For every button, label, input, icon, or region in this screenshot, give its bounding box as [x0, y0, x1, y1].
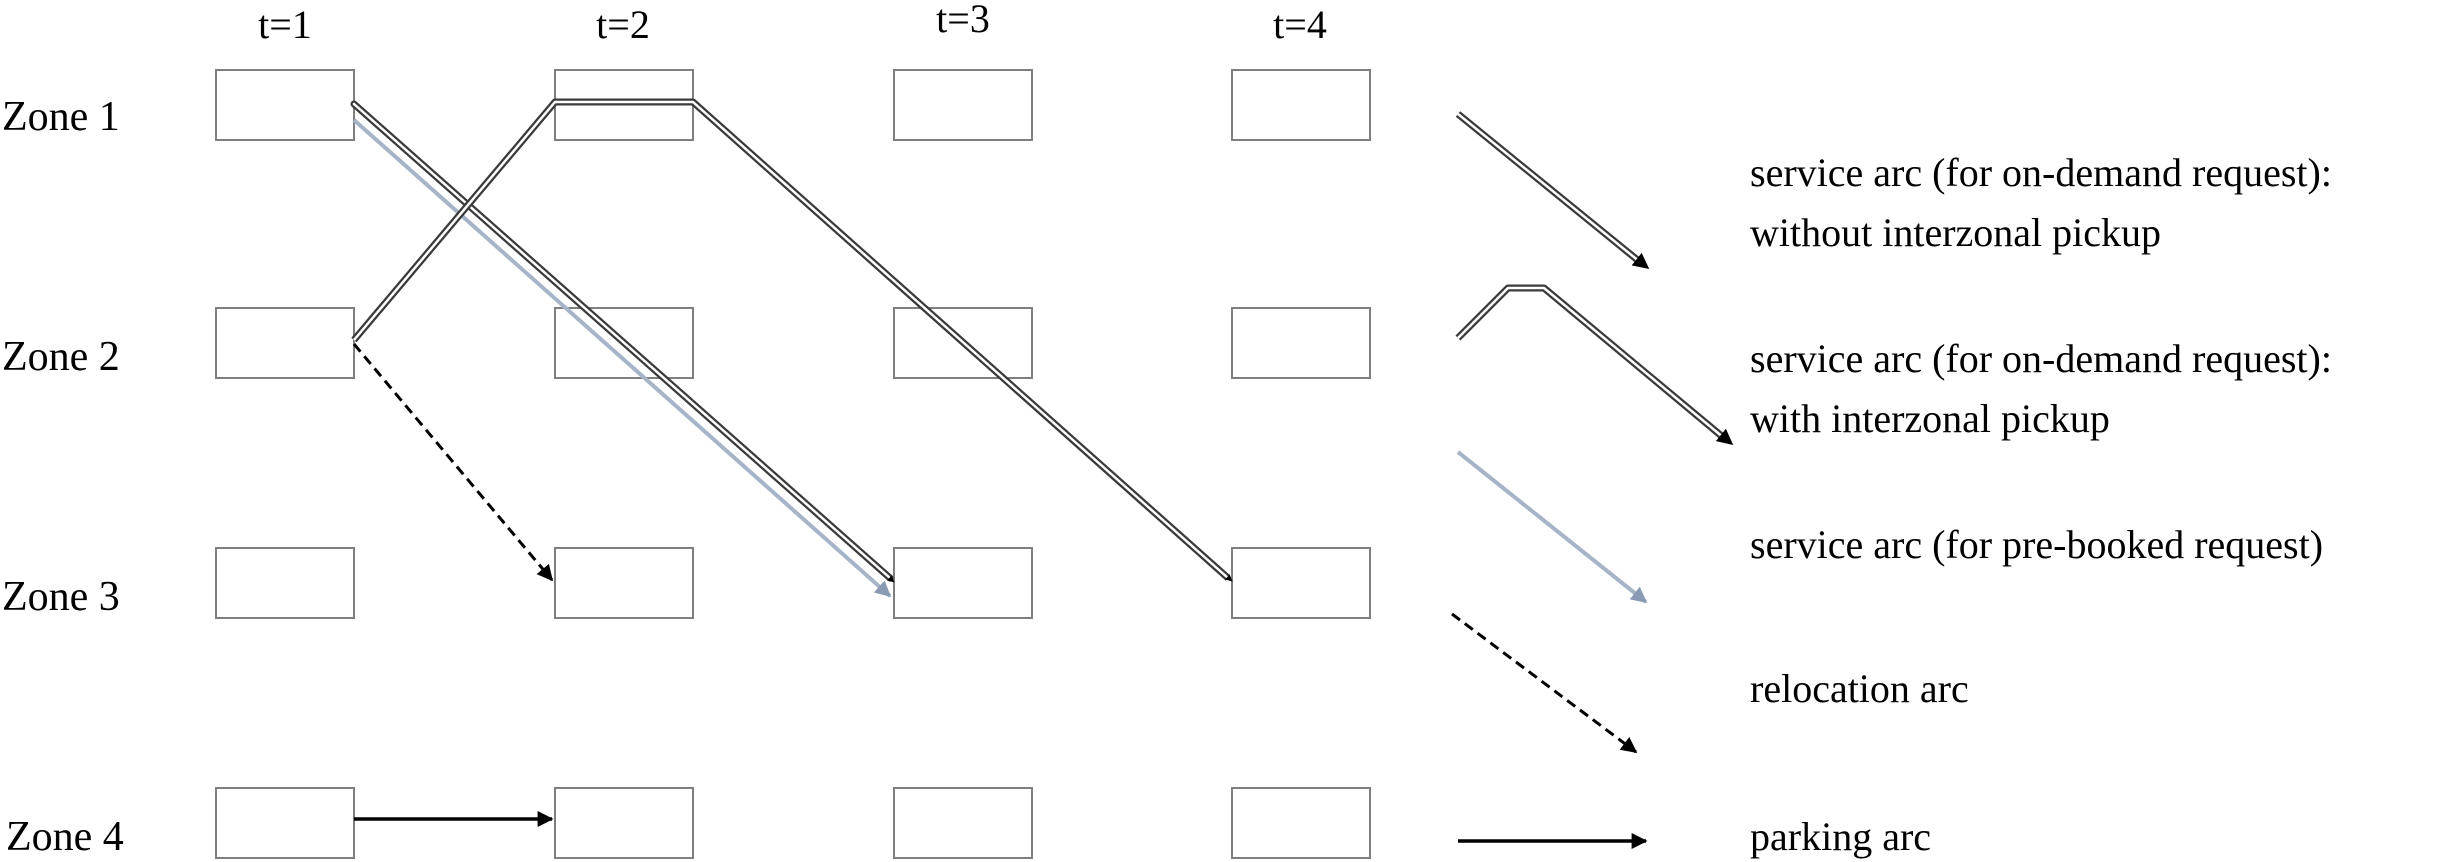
legend-label-ondemand-no-pickup-line2: without interzonal pickup — [1750, 210, 2161, 255]
node-z2-t1 — [215, 307, 355, 379]
node-z4-t2 — [554, 787, 694, 859]
node-z3-t4 — [1231, 547, 1371, 619]
node-z1-t3 — [893, 69, 1033, 141]
arc-relocation-z2t1-z3t2 — [352, 343, 554, 582]
legend-label-ondemand-pickup-line1: service arc (for on-demand request): — [1750, 336, 2332, 381]
legend-label-prebooked: service arc (for pre-booked request) — [1750, 522, 2323, 567]
node-z1-t1 — [215, 69, 355, 141]
legend-symbol-prebooked — [1456, 450, 1648, 604]
legend-label-relocation: relocation arc — [1750, 666, 1969, 711]
zone-label-4: Zone 4 — [6, 814, 124, 860]
legend-label-ondemand-no-pickup-line1: service arc (for on-demand request): — [1750, 150, 2332, 195]
node-z4-t1 — [215, 787, 355, 859]
node-grid — [215, 69, 1371, 859]
zone-label-1: Zone 1 — [2, 94, 120, 140]
legend-symbol-relocation — [1451, 612, 1638, 754]
zone-label-3: Zone 3 — [2, 574, 120, 620]
node-z4-t4 — [1231, 787, 1371, 859]
arc-prebooked-z1t1-z3t3 — [352, 118, 892, 598]
legend-symbol-ondemand-pickup — [1455, 284, 1734, 446]
legend-label-parking: parking arc — [1750, 814, 1931, 859]
node-z3-t2 — [554, 547, 694, 619]
arc-ondemand-z1t1-z3t3 — [350, 100, 895, 583]
time-label-1: t=1 — [258, 2, 312, 47]
zone-label-2: Zone 2 — [2, 334, 120, 380]
time-label-3: t=3 — [936, 0, 990, 41]
time-label-2: t=2 — [596, 2, 650, 47]
node-z4-t3 — [893, 787, 1033, 859]
legend-symbol-ondemand-no-pickup — [1455, 111, 1650, 269]
node-z1-t4 — [1231, 69, 1371, 141]
time-label-4: t=4 — [1273, 2, 1327, 47]
node-z2-t4 — [1231, 307, 1371, 379]
node-z3-t3 — [893, 547, 1033, 619]
legend-label-ondemand-pickup-line2: with interzonal pickup — [1750, 396, 2110, 441]
arc-ondemand-pickup-z2t1-z1t2-z3t4 — [351, 98, 1233, 582]
node-z3-t1 — [215, 547, 355, 619]
